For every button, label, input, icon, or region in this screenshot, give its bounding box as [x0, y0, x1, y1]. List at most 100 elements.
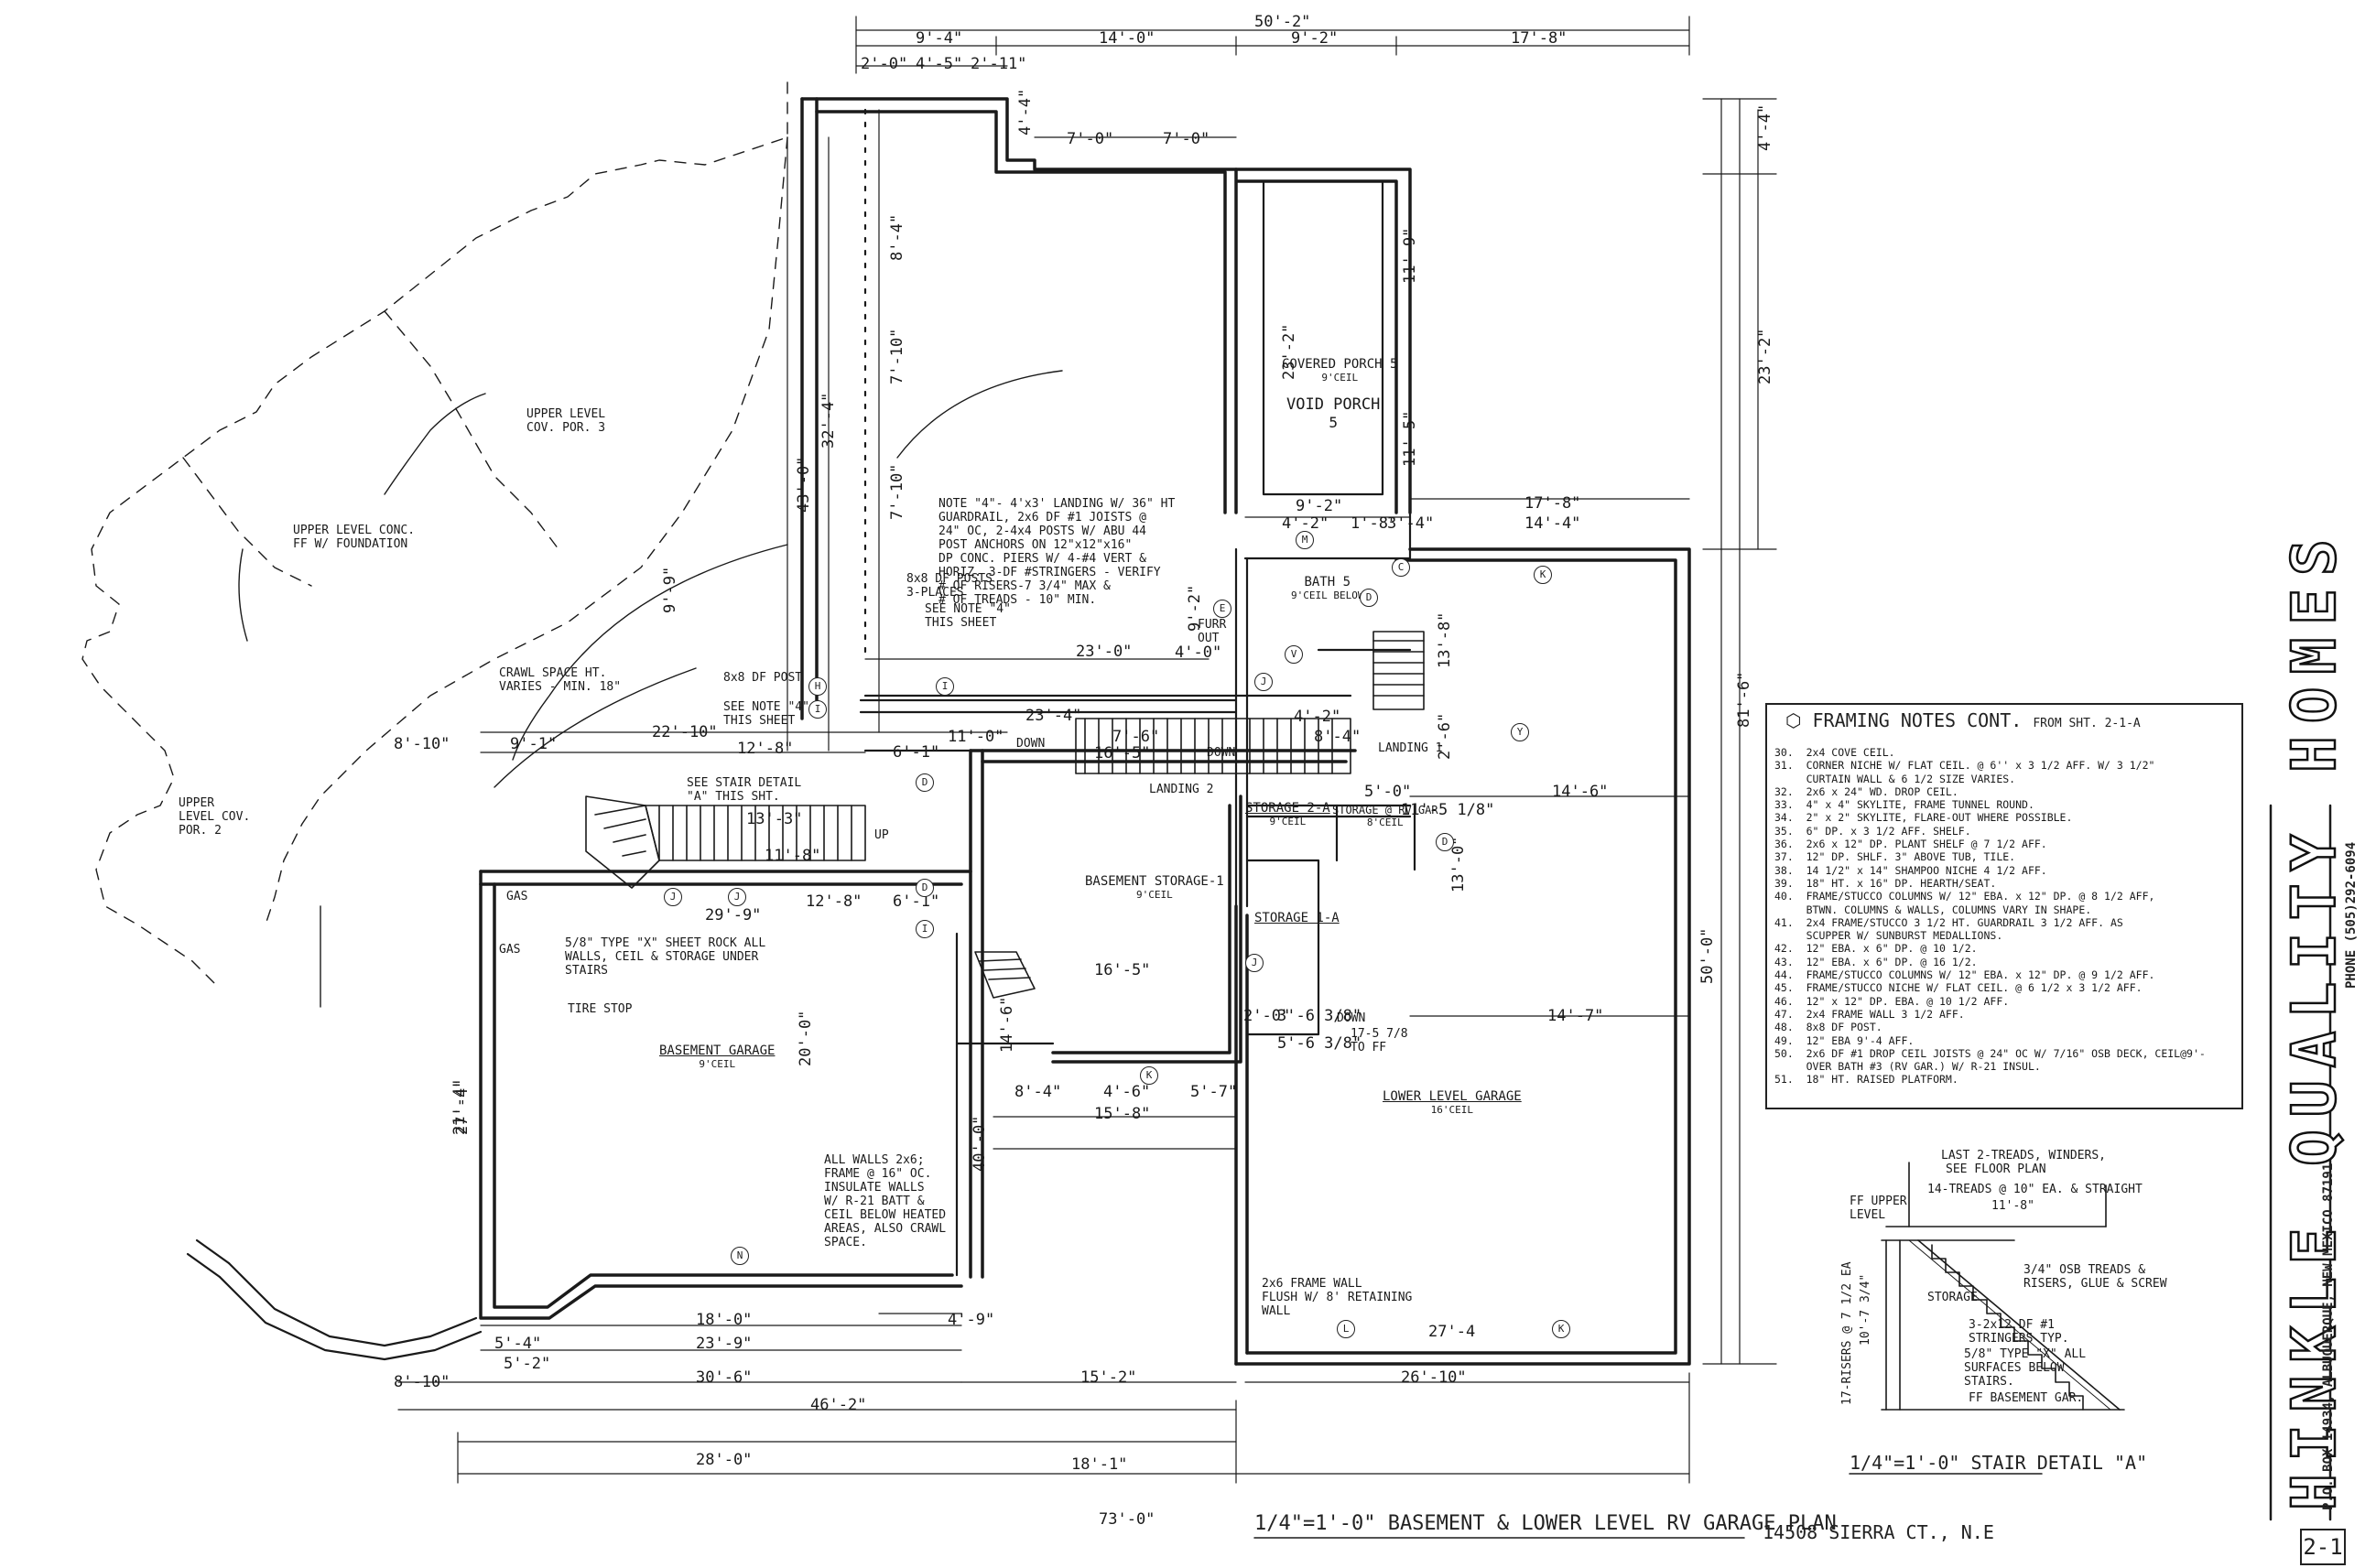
dim-m13: 4'-6" — [1103, 1083, 1151, 1101]
stair-note-stringers: 3-2x12 DF #1 — [1969, 1318, 2055, 1332]
dim-t1: 9'-4" — [916, 29, 963, 48]
dim-t3: 9'-2" — [1291, 29, 1339, 48]
tag-k-1: K — [1534, 566, 1552, 584]
down-label-1: DOWN — [1016, 737, 1046, 751]
gas-label-1: GAS — [506, 890, 528, 903]
dim-r7: 17'-8" — [1524, 494, 1581, 513]
frame-wall-callout: 2x6 FRAME WALL FLUSH W/ 8' RETAINING WAL… — [1262, 1277, 1413, 1318]
dim-b10: 27'-4 — [1428, 1323, 1476, 1341]
dim-w3: 22'-10" — [652, 723, 718, 741]
stair-detail-a — [1881, 1162, 2125, 1411]
dim-r2: 23'-2" — [1756, 328, 1774, 384]
dim-t4: 17'-8" — [1511, 29, 1568, 48]
tag-i-2: I — [808, 700, 827, 719]
dim-top-overall: 50'-2" — [1254, 13, 1311, 31]
framing-note-item: 48. 8x8 DF POST. — [1774, 1021, 1882, 1034]
stair-note-winders: LAST 2-TREADS, WINDERS, — [1941, 1149, 2107, 1162]
dim-m4: 7'-6" — [1112, 728, 1160, 746]
posts-callout: 8x8 DF POSTS 3-PLACES — [906, 572, 993, 600]
framing-note-item: 30. 2x4 COVE CEIL. — [1774, 746, 1895, 759]
tag-j-2: J — [1245, 954, 1264, 972]
company-name: HINKLE QUALITY HOMES — [2278, 525, 2351, 1511]
dim-m2: 23'-4" — [1025, 707, 1082, 725]
framing-note-item: 44. FRAME/STUCCO COLUMNS W/ 12" EBA. x 1… — [1774, 968, 2155, 982]
dim-b13: 8'-10" — [394, 1373, 450, 1391]
tag-n: N — [731, 1247, 749, 1265]
see-stair-detail-callout: SEE STAIR DETAIL "A" THIS SHT. — [687, 776, 802, 804]
main-stair — [585, 631, 1425, 999]
dim-r1: 4'-4" — [1756, 103, 1774, 151]
framing-note-item: 43. 12" EBA. x 6" DP. @ 16 1/2. — [1774, 955, 1978, 968]
gas-label-2: GAS — [499, 943, 521, 957]
framing-note-item: 49. 12" EBA 9'-4 AFF. — [1774, 1033, 1915, 1047]
dim-c2: 11'-9" — [1401, 227, 1419, 284]
dim-m12: 8'-4" — [1014, 1083, 1062, 1101]
dim-m9: 8'-4" — [1314, 728, 1362, 746]
dim-w2: 9'-1" — [510, 735, 558, 753]
stair-note-glue: RISERS, GLUE & SCREW — [2023, 1277, 2167, 1291]
tag-d-1: D — [916, 773, 934, 792]
all-walls-callout: ALL WALLS 2x6; FRAME @ 16" OC. INSULATE … — [824, 1153, 947, 1249]
tag-h: H — [808, 677, 827, 696]
framing-notes-title: ⬡ FRAMING NOTES CONT. FROM SHT. 2-1-A — [1785, 709, 2141, 731]
stair-note-level: LEVEL — [1850, 1208, 1886, 1222]
framing-note-item: 31. CORNER NICHE W/ FLAT CEIL. @ 6'' x 3… — [1774, 759, 2155, 773]
framing-notes-box — [1765, 703, 2243, 1109]
framing-note-item: 51. 18" HT. RAISED PLATFORM. — [1774, 1073, 1958, 1087]
site-lines — [81, 81, 788, 989]
framing-note-item: 36. 2x6 x 12" DP. PLANT SHELF @ 7 1/2 AF… — [1774, 838, 2047, 851]
tag-d-2: D — [916, 879, 934, 897]
dim-r3: 81'-6" — [1735, 671, 1753, 728]
dim-m8: 4'-2" — [1294, 708, 1341, 726]
dim-t10: 4'-4" — [1016, 88, 1035, 135]
dim-l2: 32'-4" — [819, 392, 838, 449]
post-8x8-callout: 8x8 DF POST — [723, 671, 803, 685]
dim-b8: 15'-2" — [1080, 1368, 1137, 1387]
tag-i-3: I — [916, 920, 934, 938]
see-note4-callout-a: SEE NOTE "4" THIS SHEET — [925, 602, 1011, 630]
framing-note-item: 32. 2x6 x 24" WD. DROP CEIL. — [1774, 784, 1958, 798]
dim-b9: 26'-10" — [1401, 1368, 1467, 1387]
dim-c7: 3'-4" — [1387, 514, 1435, 533]
framing-note-item: 40. FRAME/STUCCO COLUMNS W/ 12" EBA. x 1… — [1774, 890, 2155, 903]
framing-notes-subtitle: FROM SHT. 2-1-A — [2033, 717, 2141, 730]
tag-j-1: J — [728, 888, 746, 906]
dim-t5: 2'-0" — [861, 55, 908, 73]
dim-w7: 6'-1" — [893, 743, 940, 762]
framing-note-item: 41. 2x4 FRAME/STUCCO 3 1/2 HT. GUARDRAIL… — [1774, 915, 2123, 929]
upper-porch-2-label: UPPER LEVEL COV. POR. 2 — [179, 796, 251, 838]
framing-note-item: 47. 2x4 FRAME WALL 3 1/2 AFF. — [1774, 1007, 1965, 1021]
leader-arrows — [238, 370, 1063, 1008]
stair-note-surfaces: SURFACES BELOW — [1964, 1361, 2065, 1375]
dim-r4: 50'-0" — [1698, 927, 1717, 984]
tag-k-3: K — [1140, 1066, 1158, 1085]
stair-note-ff-upper: FF UPPER — [1850, 1195, 1907, 1208]
dim-l4: 7'-10" — [888, 328, 906, 384]
tag-i-1: I — [936, 677, 954, 696]
dim-r6: 14'-4" — [1524, 514, 1581, 533]
sheet-number: 2-1 — [2300, 1529, 2346, 1565]
dim-l6: 9'-9" — [661, 566, 679, 613]
tag-m: M — [1296, 531, 1314, 549]
framing-note-item: 46. 12" x 12" DP. EBA. @ 10 1/2 AFF. — [1774, 994, 2010, 1008]
dim-l5: 7'-10" — [888, 463, 906, 520]
stair-note-ff-basement: FF BASEMENT GAR. — [1969, 1391, 2084, 1405]
dim-c6: 1'-8" — [1351, 514, 1398, 533]
stair-note-risers: 17-RISERS @ 7 1/2 EA — [1840, 1261, 1854, 1405]
furr-out-label: FURR OUT — [1198, 618, 1227, 645]
dim-m5: 16'-5" — [1094, 744, 1151, 762]
framing-notes-list: 30. 2x4 COVE CEIL.31. CORNER NICHE W/ FL… — [1774, 746, 2232, 1087]
framing-note-item: 33. 4" x 4" SKYLITE, FRAME TUNNEL ROUND. — [1774, 798, 2034, 812]
dim-b5: 28'-0" — [696, 1451, 753, 1469]
dim-g6: 3'-6 3/8" — [1277, 1007, 1362, 1025]
curved-walls — [186, 1238, 483, 1361]
dim-w1: 8'-10" — [394, 735, 450, 753]
dim-m3: 11'-0" — [948, 728, 1004, 746]
hex-bullet-icon: ⬡ — [1785, 709, 1813, 731]
